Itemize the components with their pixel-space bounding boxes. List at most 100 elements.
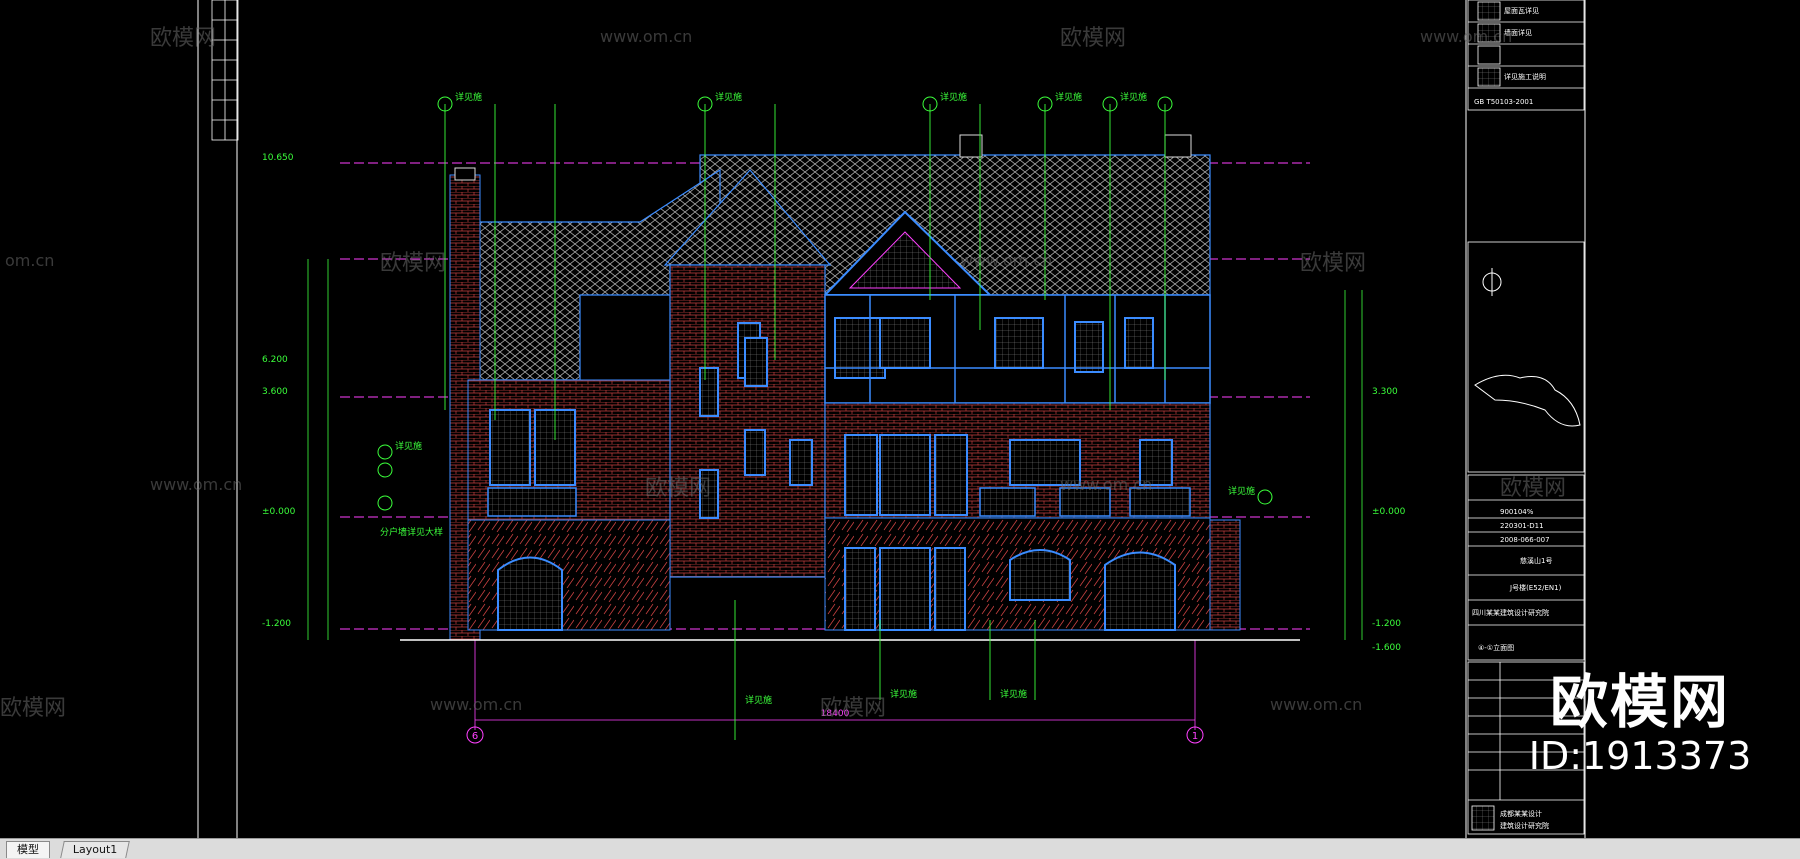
watermark-brand: 欧模网 [0,696,66,721]
watermark-site: www.om.cn [430,695,522,714]
chimney-mid [959,134,983,158]
watermark-site: om.cn [5,251,54,270]
callout-labels: 详见施 详见施 详见施 详见施 详见施 详见施 详见施 分户墙详见大样 详见施 … [380,91,1255,706]
window [489,409,531,486]
note-text: 分户墙详见大样 [380,526,443,538]
window [1009,439,1081,486]
watermark-brand: 欧模网 [1300,251,1366,276]
callout-text: 详见施 [395,440,422,452]
callout-text: 详见施 [1055,91,1082,103]
watermark-site: www.om.cn [1420,27,1512,46]
north-arrow [1482,268,1502,296]
dimension-label: 18400 [821,709,850,719]
legend-text: GB T50103-2001 [1474,98,1533,106]
callout-text: 详见施 [1228,485,1255,497]
sheet-label: ④-①立面图 [1478,643,1514,652]
door [879,547,931,631]
project-row: 220301-D11 [1500,522,1544,530]
arched-door [497,556,563,631]
legend-text: 详见施工说明 [1504,72,1546,81]
stamp-text: 成都某某设计 [1500,809,1542,818]
watermark-brand: 欧模网 [150,26,216,51]
watermark-site: www.om.cn [1270,695,1362,714]
building-elevation[interactable] [400,134,1300,641]
watermark-brand: 欧模网 [1060,26,1126,51]
drawing-name: J号楼(E52/EN1) [1509,583,1562,592]
window [744,337,768,387]
chimney-right [1164,134,1192,158]
right-side-wall [1209,519,1241,631]
level-label: 3.300 [1372,387,1398,397]
watermark-site: www.om.cn [960,251,1052,270]
brand-name: 欧模网 [1549,668,1730,736]
callout-text: 详见施 [455,91,482,103]
callout-text: 详见施 [715,91,742,103]
window [744,429,766,476]
window [879,434,931,516]
cad-drawing-canvas[interactable]: 10.650 6.200 3.600 ±0.000 -1.200 3.300 ±… [0,0,1800,838]
tab-model[interactable]: 模型 [6,841,50,858]
watermark-brand: 欧模网 [820,696,886,721]
callout-markers [377,96,1273,511]
balcony-rail [487,487,577,517]
arched-door [1009,549,1071,601]
balcony-rail [1059,487,1111,517]
watermarks: 欧模网 www.om.cn 欧模网 www.om.cn om.cn 欧模网 ww… [0,26,1566,721]
brand-id: ID:1913373 [1528,734,1752,778]
axis-label: 1 [1192,731,1198,742]
stamp-text: 建筑设计研究院 [1500,821,1549,830]
window [1074,321,1104,373]
legend-text: 墙面详见 [1504,28,1532,37]
project-name: 慈溪山1号 [1520,556,1552,565]
dimension-lines [307,259,1363,730]
callout-text: 详见施 [745,694,772,706]
window [699,367,719,417]
watermark-site: www.om.cn [1060,475,1152,494]
project-row: 900104% [1500,508,1534,516]
window [1124,317,1154,369]
level-label: 3.600 [262,387,288,397]
level-label: -1.200 [262,619,291,629]
brand-overlay: 欧模网 ID:1913373 [1510,670,1770,778]
title-block[interactable] [1467,0,1585,835]
window [934,434,968,516]
tower-wall [669,264,826,578]
watermark-brand: 欧模网 [645,476,711,501]
watermark-brand: 欧模网 [380,251,446,276]
level-label: ±0.000 [1372,507,1406,517]
level-labels-right: 3.300 ±0.000 -1.200 -1.600 [1372,387,1406,653]
window [879,317,931,369]
callout-text: 详见施 [940,91,967,103]
tab-layout1[interactable]: Layout1 [60,841,131,858]
level-label: -1.600 [1372,643,1401,653]
axis-label: 6 [472,731,478,742]
window [1139,439,1173,486]
window [844,434,878,516]
callout-leaders [444,104,1166,740]
callout-text: 详见施 [1120,91,1147,103]
level-labels-left: 10.650 6.200 3.600 ±0.000 -1.200 [262,153,296,629]
door [844,547,876,631]
gable-inner [848,231,962,289]
title-block-text: 屋面瓦详见 墙面详见 详见施工说明 GB T50103-2001 900104%… [1472,6,1562,830]
arched-door [1104,551,1176,631]
layout-tab-bar: 模型 Layout1 [0,838,1800,859]
company-name: 四川某某建筑设计研究院 [1472,608,1549,617]
left-title-strip [211,0,239,141]
tab-layout1-label: Layout1 [72,843,118,856]
door [934,547,966,631]
axis-markers: 6 1 18400 [466,709,1204,744]
project-row: 2008-066-007 [1500,536,1550,544]
balcony-rail [979,487,1036,517]
window [789,439,813,486]
legend-text: 屋面瓦详见 [1504,6,1539,15]
window [834,317,886,379]
level-label: 10.650 [262,153,294,163]
level-label: -1.200 [1372,619,1401,629]
key-plan [1474,374,1581,427]
watermark-site: www.om.cn [600,27,692,46]
callout-text: 详见施 [1000,688,1027,700]
level-label: ±0.000 [262,507,296,517]
window [994,317,1044,369]
balcony-rail [1129,487,1191,517]
